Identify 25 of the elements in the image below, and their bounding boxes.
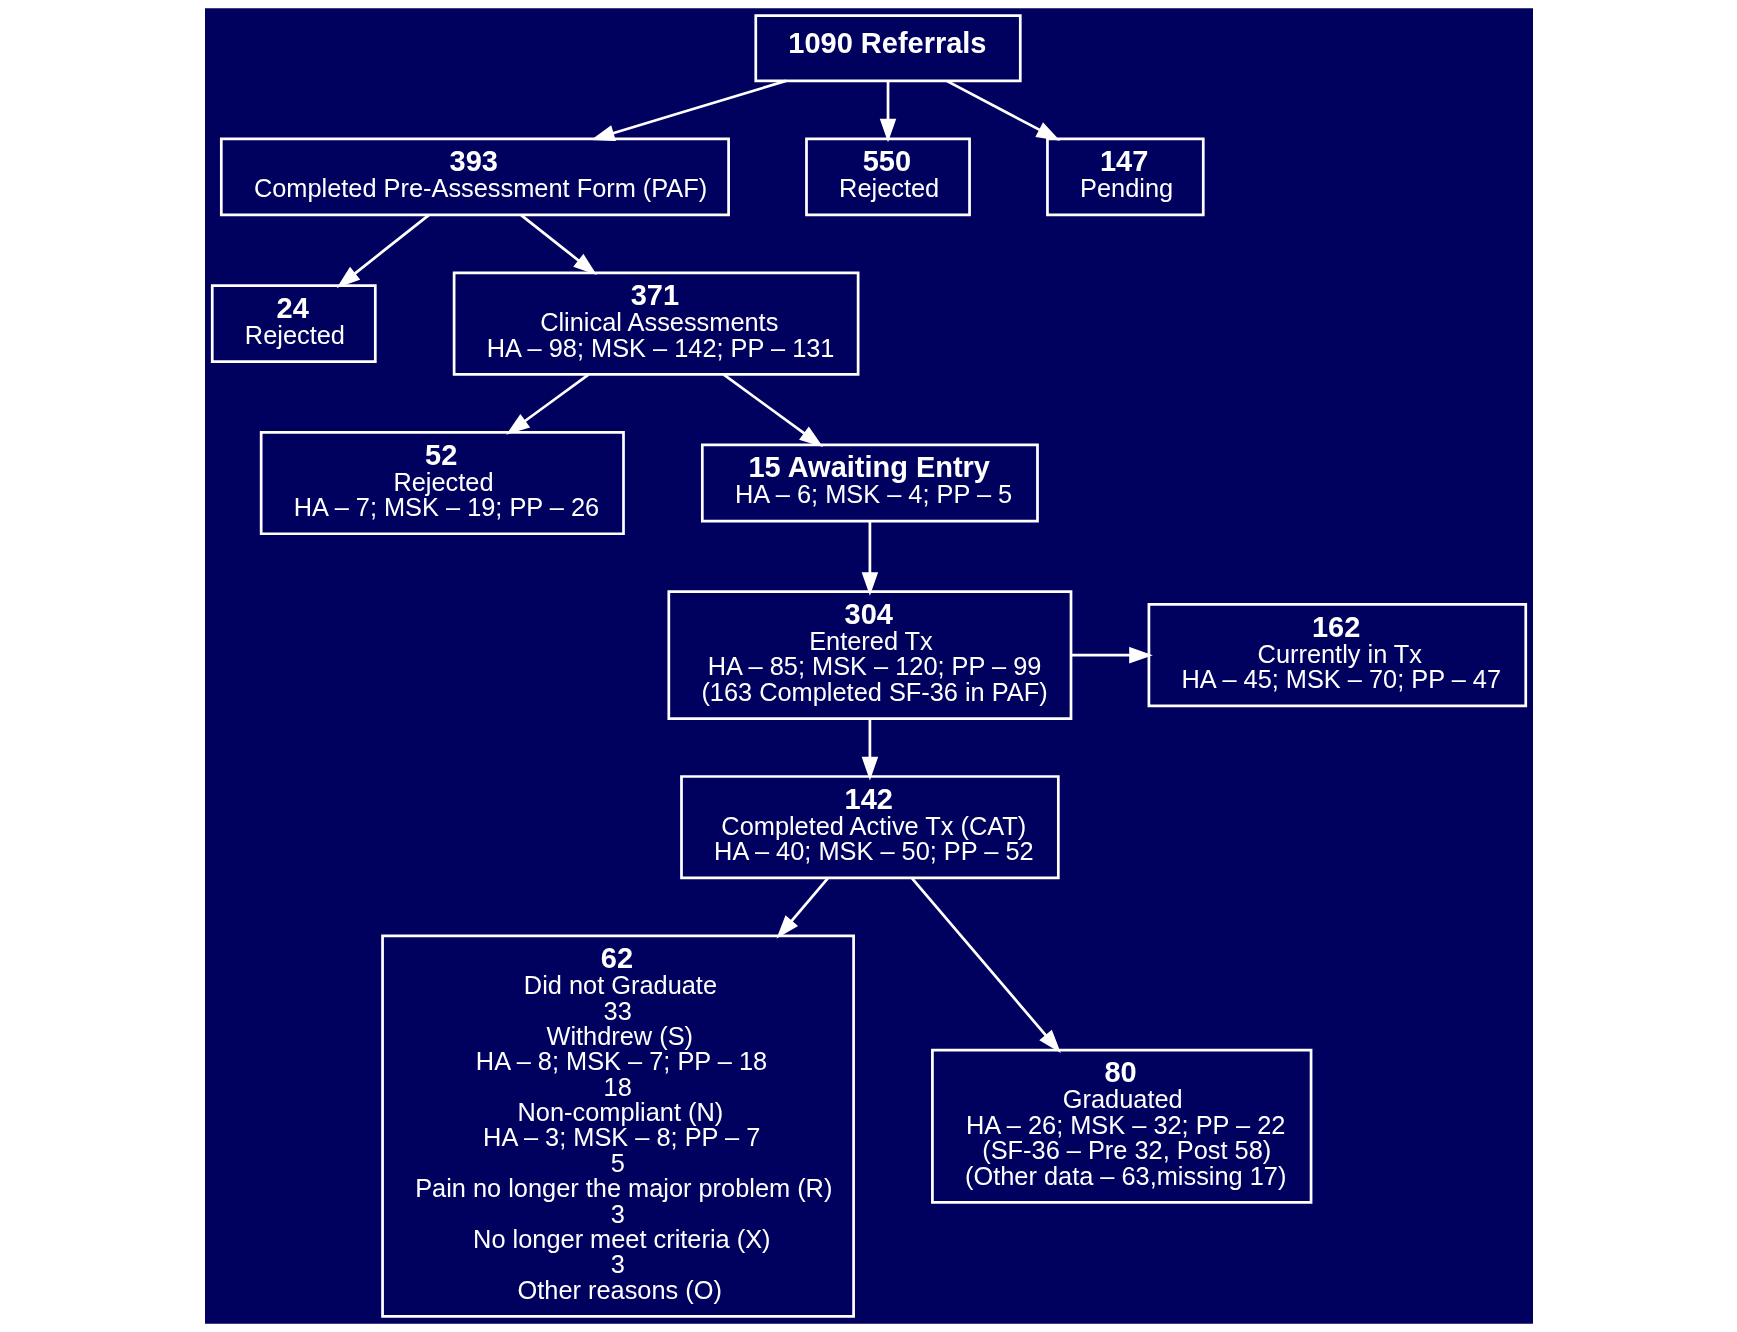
- arrow: [776, 877, 829, 939]
- arrow: [505, 373, 589, 435]
- node-box: 371 Clinical Assessments HA – 98; MSK – 142; PP – 131: [452, 271, 859, 376]
- arrow: [722, 373, 823, 447]
- node-box: 80 Graduated HA – 26; MSK – 32; PP – 22 (SF-36 – Pre 32, Post 58) (Other data – 63,missing 17): [930, 1048, 1312, 1204]
- arrow: [590, 79, 786, 141]
- arrow: [861, 718, 878, 781]
- arrow: [336, 214, 430, 288]
- node-box: 15 Awaiting Entry HA – 6; MSK – 4; PP – 5: [700, 443, 1039, 523]
- node-box: 142 Completed Active Tx (CAT) HA – 40; MSK – 50; PP – 52: [679, 775, 1060, 880]
- node-box: 304 Entered Tx HA – 85; MSK – 120; PP – 99 (163 Completed SF-36 in PAF): [666, 590, 1072, 720]
- arrow: [879, 80, 896, 143]
- node-box: 1090 Referrals: [753, 14, 1022, 83]
- arrow: [1070, 646, 1153, 664]
- arrow: [861, 521, 878, 596]
- node-box: 147 Pending: [1045, 137, 1205, 217]
- arrow: [910, 877, 1061, 1053]
- arrow: [519, 214, 597, 275]
- node-box: 550 Rejected: [804, 137, 971, 217]
- node-box: 393 Completed Pre-Assessment Form (PAF): [219, 137, 730, 217]
- node-box: 162 Currently in Tx HA – 45; MSK – 70; PP – 47: [1147, 603, 1527, 708]
- arrow: [945, 79, 1060, 141]
- node-box: 24 Rejected: [210, 284, 377, 363]
- node-box: 52 Rejected HA – 7; MSK – 19; PP – 26: [259, 430, 625, 536]
- node-box: 62 Did not Graduate 33 Withdrew (S) HA – 8; MSK – 7; PP – 18 18 Non-compliant (N) HA – 3; MSK – 8; PP – 7 5 Pain no longer the major problem (R) 3 No longer meet criteria (X) 3 Other reasons (O): [380, 934, 855, 1318]
